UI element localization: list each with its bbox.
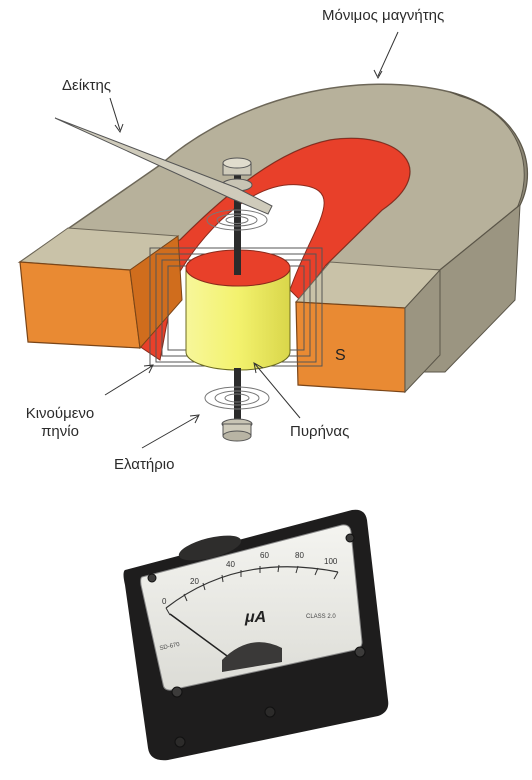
meter-scale-ticks: [165, 564, 339, 616]
meter-back-knob: [178, 535, 242, 561]
meter-tick-100: 100: [324, 557, 338, 566]
coil-label-line-2: πηνίο: [41, 423, 79, 440]
pointer: [54, 117, 273, 215]
analog-meter: 0 20 40 60 80 100 μA CLASS 2.0 SD-670: [123, 509, 389, 761]
magnet-label: Μόνιμος μαγνήτης: [322, 7, 445, 24]
meter-tick-0: 0: [162, 597, 167, 606]
permanent-magnet: S: [17, 83, 528, 394]
meter-tick-60: 60: [260, 551, 269, 560]
shaft: [234, 175, 241, 423]
meter-screw-icon: [174, 736, 186, 748]
pointer-label: Δείκτης: [62, 77, 112, 94]
top-pivot: [221, 157, 253, 192]
left-pole: [18, 227, 183, 350]
meter-scale-arc: [165, 566, 339, 609]
coil-label: Κινούμενο πηνίο: [8, 405, 112, 441]
meter-tick-80: 80: [295, 551, 304, 560]
leader-lines: [104, 31, 399, 449]
meter-screw-icon: [354, 646, 366, 658]
core-label: Πυρήνας: [290, 423, 350, 440]
meter-tick-20: 20: [190, 577, 199, 586]
coil-label-line-1: Κινούμενο: [25, 405, 95, 422]
meter-pivot-housing: [222, 642, 282, 672]
meter-model-label: SD-670: [159, 642, 181, 652]
pole-s-label: S: [335, 347, 346, 364]
meter-screw-icon: [147, 573, 157, 583]
meter-tick-40: 40: [226, 560, 235, 569]
meter-unit-label: μA: [244, 609, 266, 626]
spring-label: Ελατήριο: [114, 456, 175, 473]
bottom-spring: [204, 386, 270, 410]
bottom-pivot: [221, 418, 253, 442]
meter-screw-icon: [264, 706, 276, 718]
meter-class-label: CLASS 2.0: [306, 614, 336, 620]
meter-screw-icon: [345, 533, 355, 543]
meter-screw-icon: [171, 686, 183, 698]
right-pole: S: [294, 261, 442, 394]
top-spring: [206, 209, 268, 231]
